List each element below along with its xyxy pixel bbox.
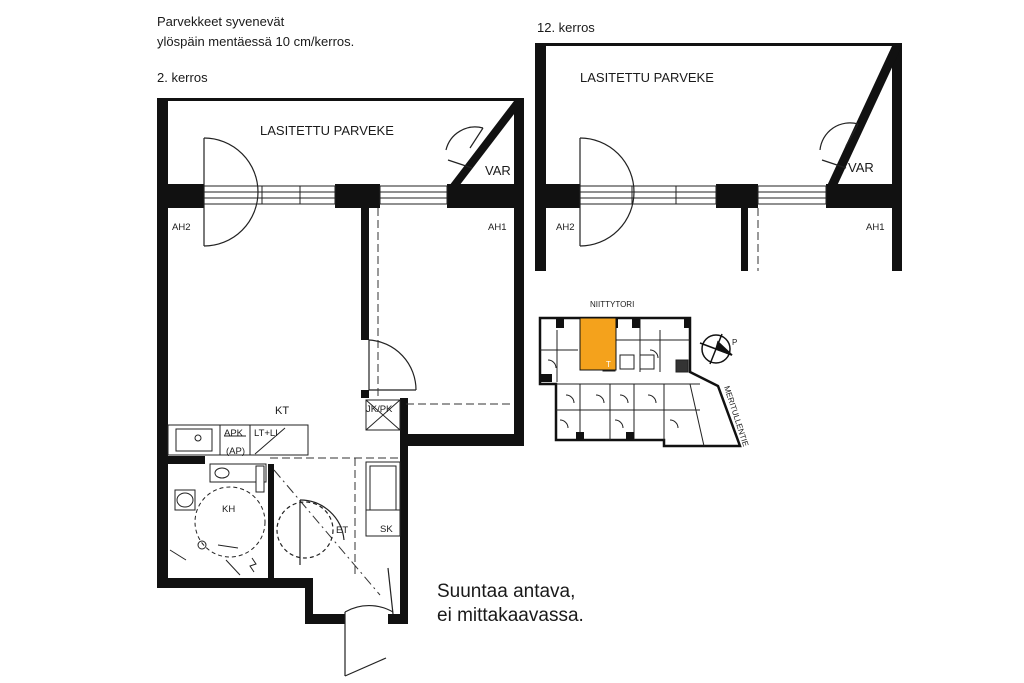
floor-12-plan	[535, 43, 902, 271]
north-label: P	[732, 338, 737, 347]
ah2-label-right: AH2	[556, 222, 574, 233]
ah1-label-left: AH1	[488, 222, 506, 233]
floor-2-label: 2. kerros	[157, 70, 208, 85]
north-arrow-icon	[699, 333, 733, 365]
bathroom-fixtures	[169, 463, 267, 576]
floor-2-plan	[157, 98, 524, 624]
floor-2-room-door	[368, 339, 417, 391]
ap-label: (AP)	[226, 446, 245, 457]
balcony-label-right: LASITETTU PARVEKE	[580, 70, 714, 85]
var-label-left: VAR	[485, 163, 511, 178]
street-label-top: NIITTYTORI	[590, 300, 634, 309]
highlighted-apartment	[579, 317, 617, 371]
ltli-label: LT+LI	[254, 428, 278, 439]
floor-2-windows	[203, 185, 448, 205]
floor-2-balcony-door	[203, 137, 259, 247]
balcony-label-left: LASITETTU PARVEKE	[260, 123, 394, 138]
kt-label: KT	[275, 405, 289, 417]
kitchen-counter	[167, 424, 309, 456]
balcony-depth-note-line1: Parvekkeet syvenevät	[157, 14, 285, 29]
apk-label: APK	[224, 428, 244, 439]
et-label: ET	[336, 525, 348, 536]
floor-2-balcony-side	[446, 101, 524, 190]
floor-12-balcony-door	[579, 137, 635, 247]
entry-doors	[276, 499, 394, 677]
var-label-right: VAR	[848, 160, 874, 175]
site-marker-label: T	[606, 360, 611, 369]
floor-2-dashed-lines	[270, 208, 514, 596]
disclaimer-line1: Suuntaa antava,	[437, 581, 575, 602]
sk-label: SK	[380, 524, 393, 535]
floor-12-var-door	[819, 122, 859, 169]
ah1-label-right: AH1	[866, 222, 884, 233]
floor-12-label: 12. kerros	[537, 20, 595, 35]
wardrobes	[365, 399, 401, 537]
floor-2-var-door	[445, 126, 484, 169]
balcony-depth-note-line2: ylöspäin mentäessä 10 cm/kerros.	[157, 34, 354, 49]
ah2-label-left: AH2	[172, 222, 190, 233]
site-key-plan: NIITTYTORI T MERITULLENTIE	[538, 300, 750, 448]
kh-label: KH	[222, 504, 235, 515]
floor-12-windows	[579, 185, 827, 205]
disclaimer-line2: ei mittakaavassa.	[437, 605, 584, 626]
jkpk-label: JK/PK	[366, 404, 393, 415]
floor-12-balcony-side	[826, 46, 902, 188]
